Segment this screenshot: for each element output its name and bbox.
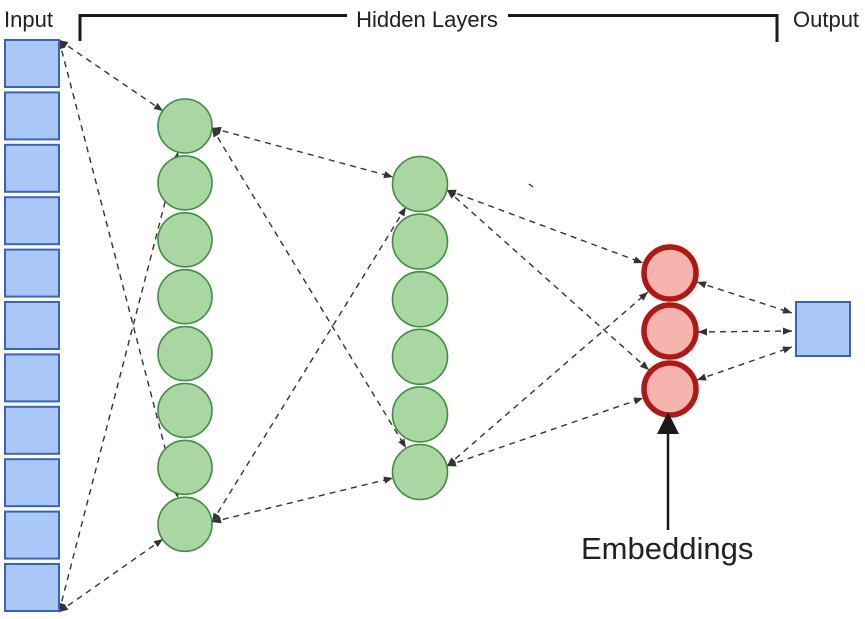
connector-arrowhead <box>697 373 707 381</box>
input-node <box>4 353 60 403</box>
connector-arrowhead <box>698 328 708 336</box>
input-label: Input <box>4 7 53 32</box>
connector-arrowhead <box>153 102 163 111</box>
connector-line <box>58 538 164 613</box>
hidden2-node <box>391 213 449 270</box>
input-node <box>4 563 60 612</box>
hidden1-node <box>157 98 213 154</box>
connector-line <box>446 397 644 467</box>
connector-arrowhead <box>212 126 222 134</box>
hidden1-node <box>157 268 213 325</box>
output-node <box>795 301 851 357</box>
connector-line <box>696 281 793 314</box>
embedding-node <box>641 302 699 360</box>
connector-arrowhead <box>697 281 707 289</box>
connector-arrowhead <box>398 207 406 217</box>
connector-arrowhead <box>212 516 222 524</box>
hidden-layers-label: Hidden Layers <box>356 7 498 32</box>
connector-arrowhead <box>212 512 220 522</box>
hidden2-node <box>391 155 449 213</box>
hidden1-node <box>157 439 213 496</box>
hidden2-node <box>391 443 449 501</box>
output-label: Output <box>793 7 859 32</box>
input-node <box>4 91 60 141</box>
connector-arrowhead <box>633 397 643 405</box>
connector-arrowhead <box>212 128 220 138</box>
connector-arrowhead <box>447 190 457 199</box>
connector-arrowhead <box>153 539 163 548</box>
input-node <box>4 510 60 560</box>
hidden2-node <box>391 386 449 443</box>
hidden1-node <box>157 155 213 211</box>
embeddings-label: Embeddings <box>581 531 753 566</box>
connector-line <box>211 127 394 178</box>
embedding-node <box>641 244 699 302</box>
input-node <box>4 143 60 193</box>
hidden2-node <box>391 270 449 328</box>
connector-arrowhead <box>638 292 648 301</box>
connector-line <box>446 291 649 467</box>
hidden2-node <box>391 328 449 386</box>
input-node <box>4 196 60 246</box>
connector-arrowhead <box>782 346 792 354</box>
connector-arrowhead <box>383 171 393 179</box>
input-node <box>4 458 60 508</box>
connector-line <box>211 206 407 523</box>
connector-arrowhead <box>59 603 69 612</box>
nodes-layer <box>4 39 851 612</box>
hidden1-node <box>157 325 213 382</box>
connector-arrowhead <box>398 438 406 448</box>
connector-line <box>446 189 644 264</box>
connector-line <box>211 477 394 523</box>
hidden1-node <box>157 496 213 553</box>
connector-arrowhead <box>782 306 792 314</box>
connector-line <box>446 189 650 371</box>
hidden-layers-bracket <box>78 14 779 42</box>
hidden1-node <box>157 382 213 439</box>
input-node <box>4 39 60 88</box>
hidden1-node <box>157 212 213 268</box>
connector-line <box>58 39 164 112</box>
connector-arrowhead <box>59 40 69 49</box>
input-node <box>4 248 60 298</box>
connector-layer <box>57 39 793 613</box>
connector-arrowhead <box>782 327 792 335</box>
stray-mark <box>528 183 534 188</box>
embeddings-arrowhead <box>657 412 679 434</box>
connector-line <box>697 330 793 333</box>
connector-arrowhead <box>383 476 393 484</box>
input-node <box>4 405 60 455</box>
connector-arrowhead <box>639 361 649 370</box>
input-node <box>4 301 60 350</box>
embedding-node <box>641 360 699 418</box>
connector-line <box>58 151 179 613</box>
connector-line <box>696 346 793 381</box>
connector-line <box>58 39 179 499</box>
connector-arrowhead <box>447 459 457 467</box>
annotation-layer <box>78 14 779 530</box>
connector-line <box>211 127 407 449</box>
connector-arrowhead <box>447 457 457 466</box>
connector-arrowhead <box>633 256 643 264</box>
